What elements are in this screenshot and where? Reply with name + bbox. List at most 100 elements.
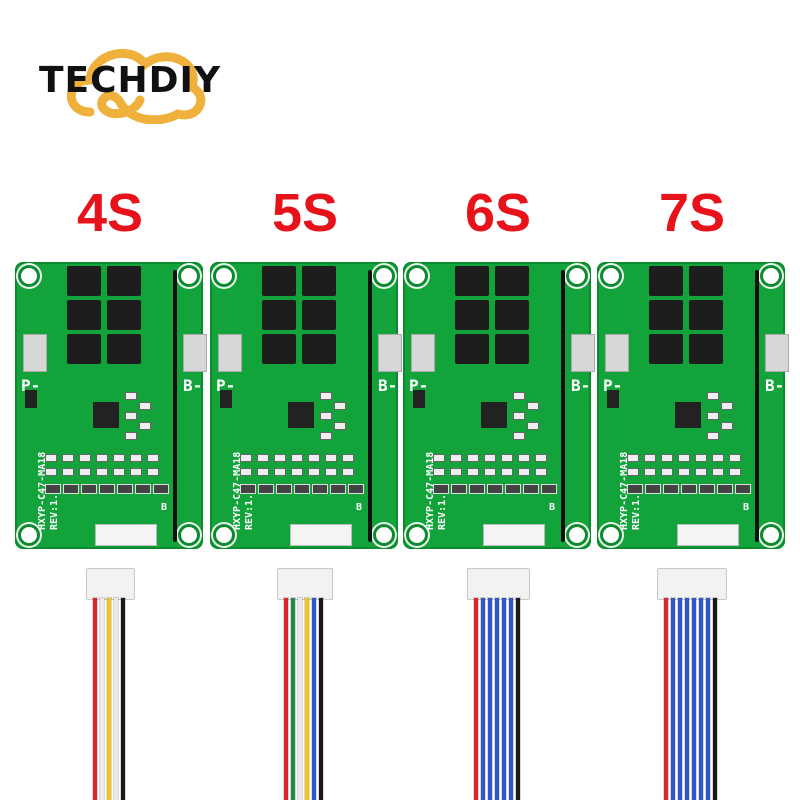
capacitor [258,484,274,494]
resistor [513,392,525,400]
mosfet-chip [689,334,723,364]
resistor [113,468,125,476]
resistor [729,454,741,462]
balance-wire [755,270,759,542]
resistor [342,468,354,476]
capacitor [699,484,715,494]
resistor [139,402,151,410]
resistor [707,432,719,440]
resistor [527,402,539,410]
resistor [501,454,513,462]
resistor [501,468,513,476]
diode [25,390,37,408]
resistor [139,422,151,430]
resistor [450,468,462,476]
capacitor [81,484,97,494]
capacitor [663,484,679,494]
variant-label: 7S [658,183,726,243]
resistor [308,454,320,462]
resistor [627,468,639,476]
silk-b: B [161,502,168,513]
resistor [678,468,690,476]
wire [692,598,696,800]
resistor [678,454,690,462]
silk-b: B [743,502,750,513]
capacitor [469,484,485,494]
silk-rev: REV:1.0 [244,487,255,530]
mounting-hole [569,268,585,284]
wire [664,598,668,800]
resistor [721,402,733,410]
resistor [130,468,142,476]
resistor [721,422,733,430]
wire [113,598,118,800]
resistor [113,454,125,462]
balance-connector [290,524,352,546]
wire [699,598,703,800]
resistor [79,454,91,462]
capacitor [451,484,467,494]
balance-connector [677,524,739,546]
resistor [433,454,445,462]
silk-b-minus: B- [183,376,203,395]
mosfet-chip [649,266,683,296]
resistor [325,468,337,476]
resistor [240,454,252,462]
wire [106,598,111,800]
mounting-hole [21,268,37,284]
capacitor [240,484,256,494]
capacitor [276,484,292,494]
control-ic [93,402,119,428]
wire-connector-housing [466,568,530,600]
capacitor [348,484,364,494]
mosfet-chip [689,300,723,330]
mosfet-chip [495,266,529,296]
wire [671,598,675,800]
mosfet-chip [67,334,101,364]
mounting-hole [603,268,619,284]
silk-rev: REV:1.0 [49,487,60,530]
wire-connector-housing [277,568,333,600]
resistor [644,468,656,476]
mounting-hole [181,527,197,543]
wire [713,598,717,800]
mosfet-chip [455,300,489,330]
mosfet-chip [649,300,683,330]
mosfet-chip [107,266,141,296]
control-ic [675,402,701,428]
resistor [484,468,496,476]
mosfet-chip [67,266,101,296]
resistor [240,468,252,476]
silk-b-minus: B- [378,376,398,395]
resistor [527,422,539,430]
b-minus-pad [183,334,207,372]
capacitor [717,484,733,494]
techdiy-logo: TECHDIY [20,38,230,128]
resistor [147,454,159,462]
b-minus-pad [571,334,595,372]
mounting-hole [216,527,232,543]
capacitor [487,484,503,494]
capacitor [735,484,751,494]
resistor [627,454,639,462]
resistor [433,468,445,476]
silk-b: B [356,502,363,513]
resistor [535,468,547,476]
wire-connector-housing [657,568,727,600]
wire-connector-housing [85,568,135,600]
resistor [79,468,91,476]
logo-text: TECHDIY [38,60,222,101]
capacitor [135,484,151,494]
mounting-hole [763,527,779,543]
cloud-logo-icon [66,49,206,124]
silk-b-minus: B- [571,376,591,395]
resistor [274,454,286,462]
control-ic [481,402,507,428]
silk-rev: REV:1.0 [631,487,642,530]
resistor [661,468,673,476]
resistor [334,402,346,410]
mosfet-chip [302,266,336,296]
wire [685,598,689,800]
